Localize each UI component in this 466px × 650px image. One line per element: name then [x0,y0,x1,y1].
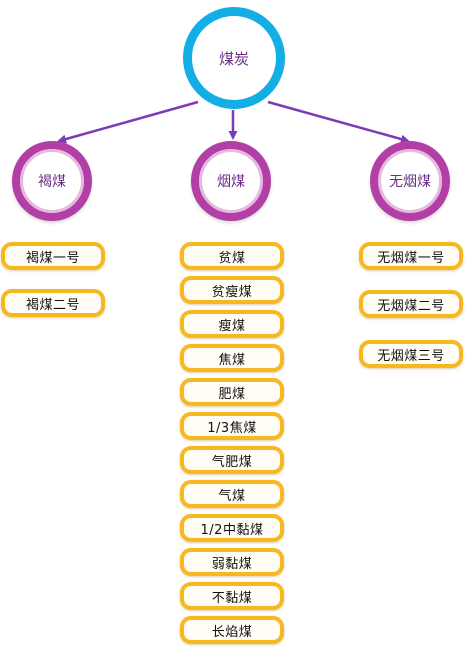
item-bituminous-11: 不黏煤 [180,582,284,610]
category-label: 褐煤 [38,174,66,190]
item-bituminous-2: 贫瘦煤 [180,276,284,304]
item-bituminous-6: 1/3焦煤 [180,412,284,440]
category-node-bituminous: 烟煤 [191,141,271,221]
item-bituminous-1: 贫煤 [180,242,284,270]
item-bituminous-12: 长焰煤 [180,616,284,644]
category-node-anthracite: 无烟煤 [370,141,450,221]
item-bituminous-9: 1/2中黏煤 [180,514,284,542]
root-node-coal: 煤炭 [183,7,285,109]
item-anthracite-3: 无烟煤三号 [359,340,463,368]
item-bituminous-5: 肥煤 [180,378,284,406]
item-bituminous-3: 瘦煤 [180,310,284,338]
item-lignite-2: 褐煤二号 [1,289,105,317]
category-node-lignite: 褐煤 [12,141,92,221]
arrow-to-lignite [57,100,199,144]
item-bituminous-10: 弱黏煤 [180,548,284,576]
item-bituminous-7: 气肥煤 [180,446,284,474]
item-bituminous-4: 焦煤 [180,344,284,372]
item-anthracite-1: 无烟煤一号 [359,242,463,270]
category-label: 烟煤 [217,174,245,190]
item-lignite-1: 褐煤一号 [1,242,105,270]
item-bituminous-8: 气煤 [180,480,284,508]
root-label: 煤炭 [218,49,249,68]
arrow-to-anthracite [267,100,410,144]
category-label: 无烟煤 [389,174,431,190]
item-anthracite-2: 无烟煤二号 [359,290,463,318]
